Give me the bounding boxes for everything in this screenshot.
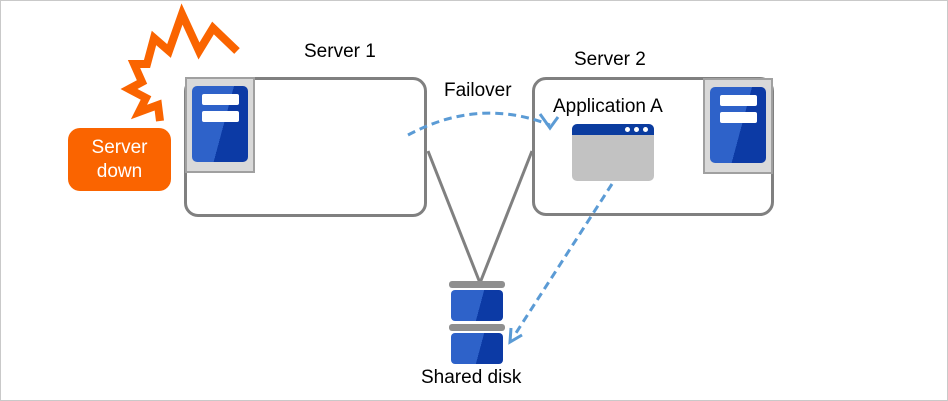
server-slot xyxy=(202,111,239,122)
server-down-badge-label: Server down xyxy=(91,136,148,182)
server2-label: Server 2 xyxy=(574,49,646,70)
disk-bar xyxy=(449,281,505,288)
server-tower-icon xyxy=(185,77,255,173)
titlebar-dot-icon xyxy=(625,127,630,132)
server-tower-body xyxy=(192,86,248,162)
shared-disk-label: Shared disk xyxy=(421,367,522,388)
app-window-icon xyxy=(572,124,654,181)
server-tower-body xyxy=(710,87,766,163)
server-slot xyxy=(202,94,239,105)
server1-disk-line xyxy=(426,150,482,284)
disk-stack-icon xyxy=(449,281,505,367)
app-window-body xyxy=(572,135,654,181)
failover-arrow-curve xyxy=(407,111,551,137)
server-down-badge: Server down xyxy=(68,128,171,191)
failover-label: Failover xyxy=(444,80,512,101)
server2-disk-line xyxy=(478,150,534,284)
titlebar-dot-icon xyxy=(634,127,639,132)
server1-label: Server 1 xyxy=(304,41,376,62)
application-label: Application A xyxy=(553,96,663,117)
server-tower-icon xyxy=(703,78,773,174)
app-to-disk-arrowhead-icon xyxy=(508,327,523,345)
disk-bar xyxy=(449,324,505,331)
server-slot xyxy=(720,95,757,106)
disk-platter xyxy=(451,290,503,321)
disk-platter xyxy=(451,333,503,364)
server-slot xyxy=(720,112,757,123)
app-window-titlebar xyxy=(572,124,654,135)
titlebar-dot-icon xyxy=(643,127,648,132)
